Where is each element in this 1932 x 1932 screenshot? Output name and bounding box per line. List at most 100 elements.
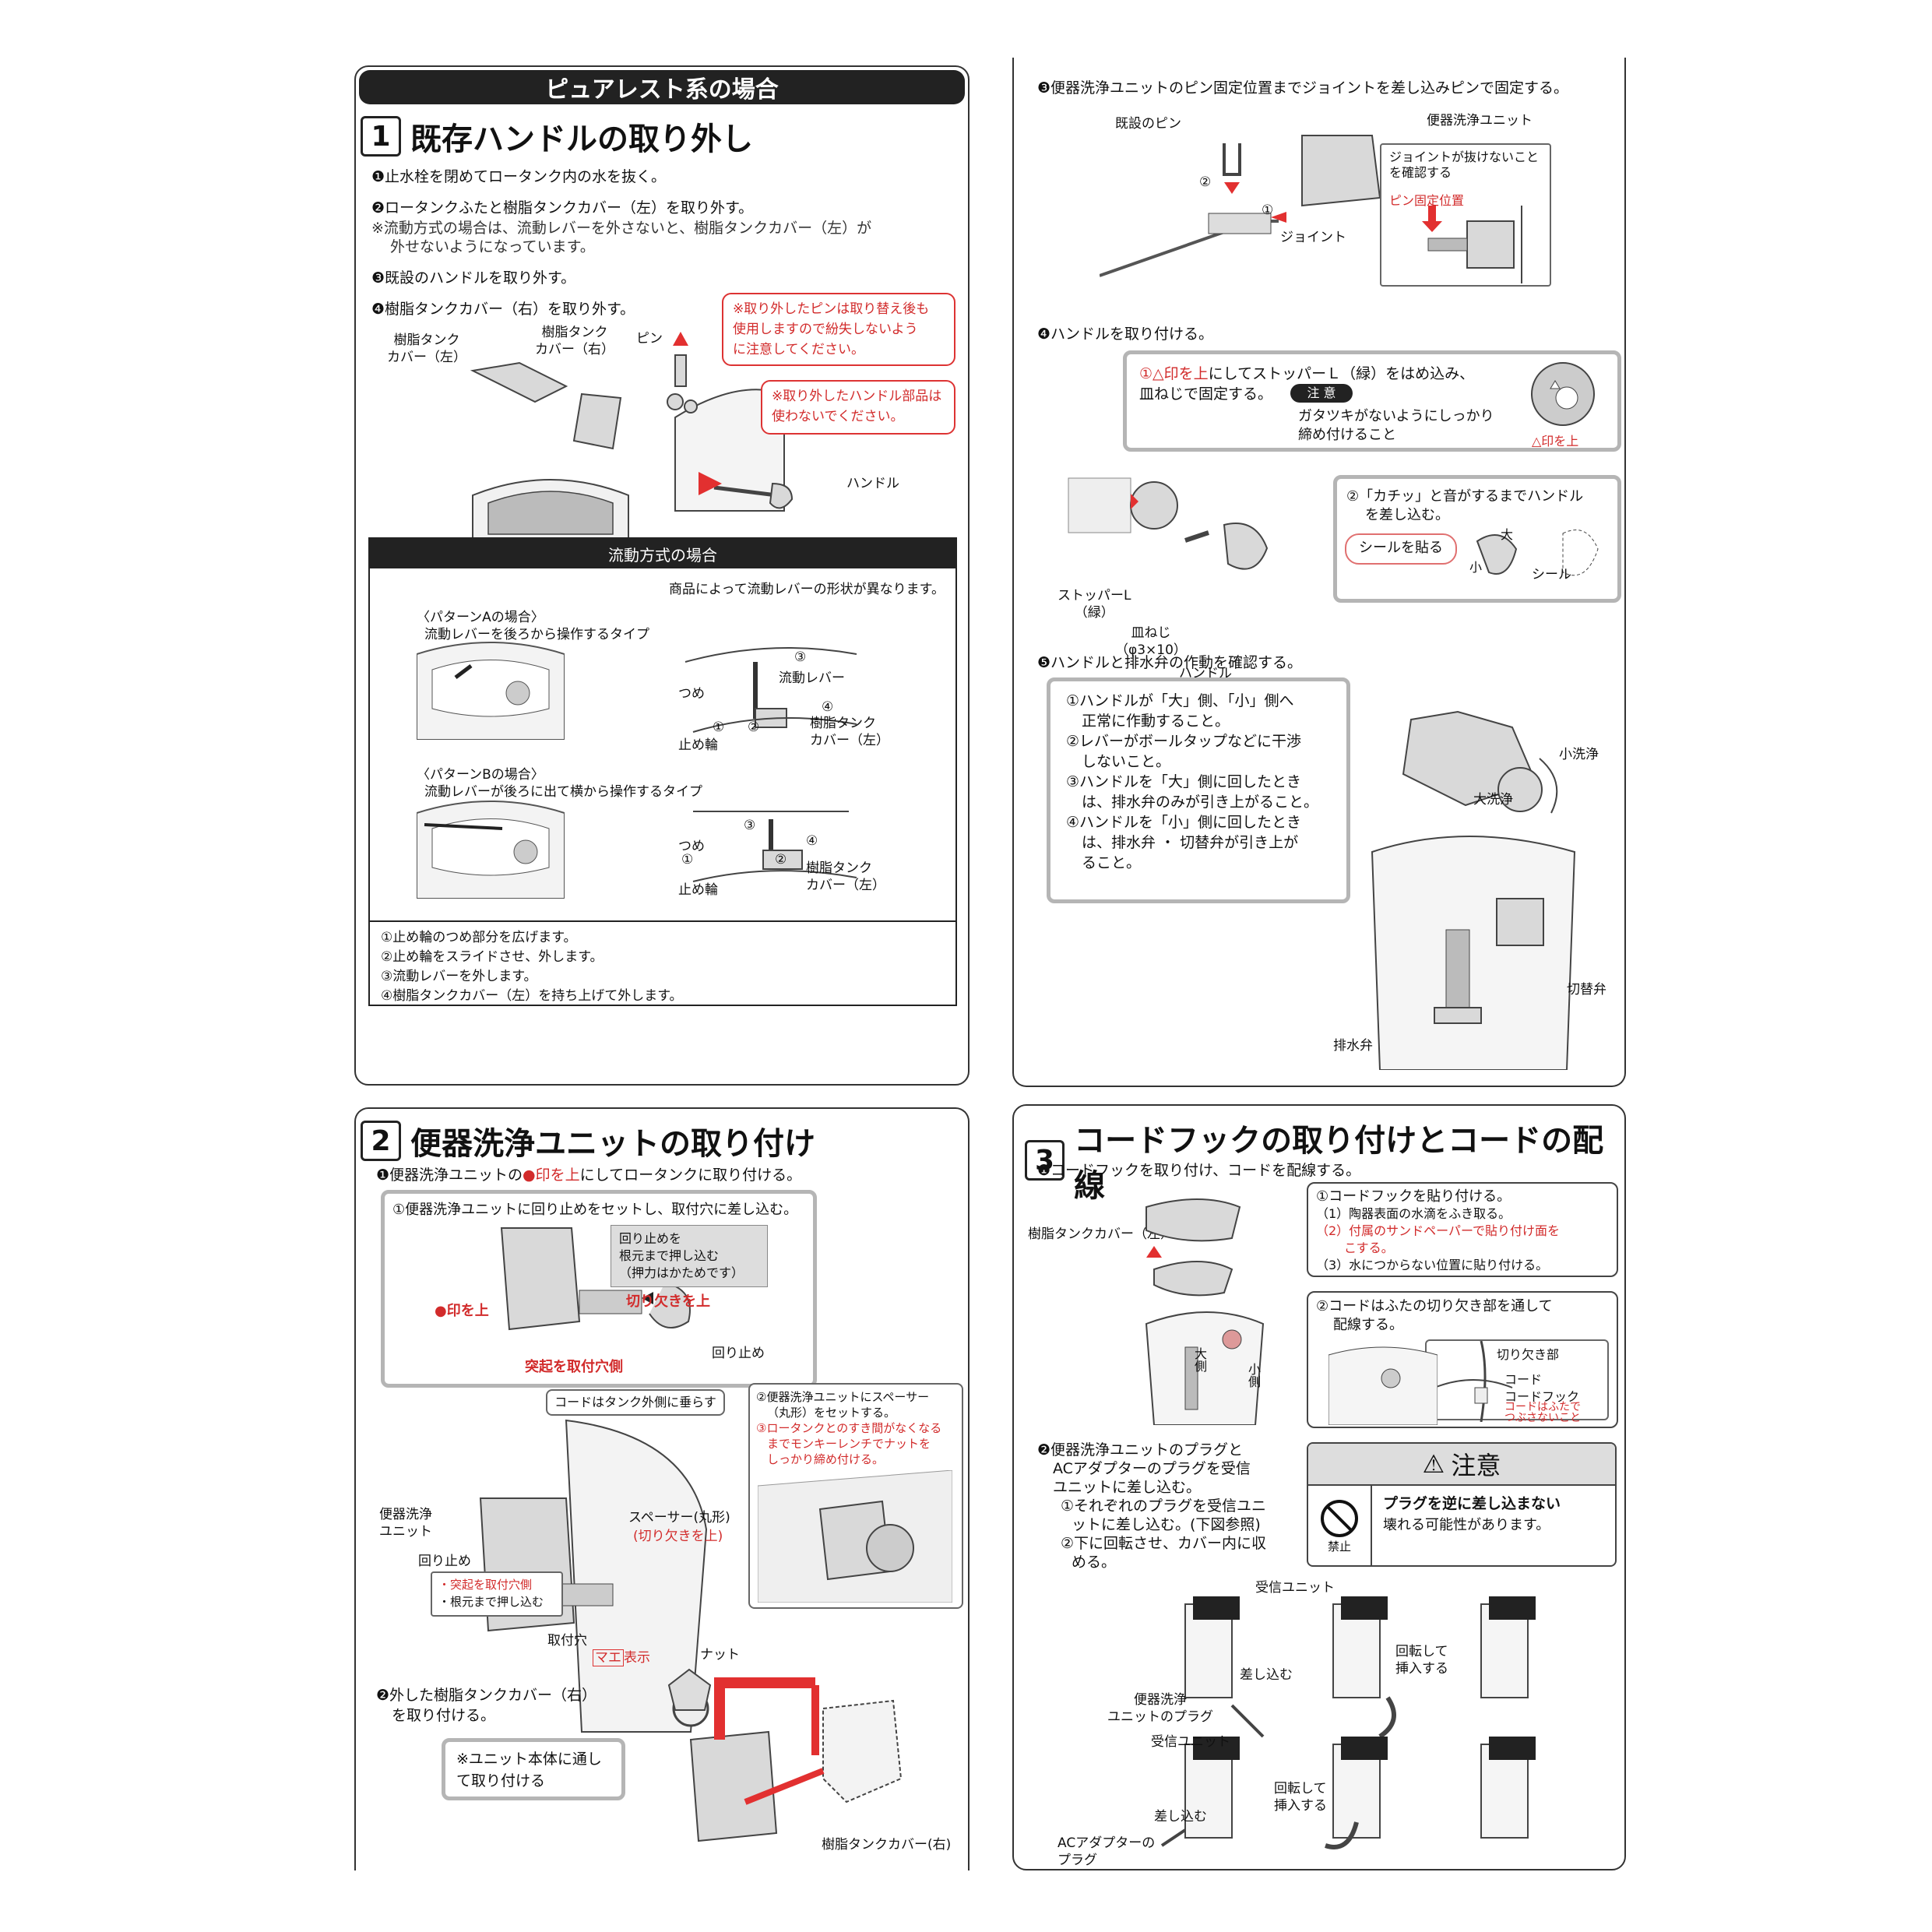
protrusion-side: 突起を取付穴側: [525, 1359, 623, 1375]
notch-label: 切り欠き部: [1497, 1347, 1560, 1362]
small-flush-label: 小洗浄: [1559, 747, 1599, 762]
pattern-b-tank-illustration: [417, 801, 565, 899]
pattern-b-title: 〈パターンBの場合〉: [417, 767, 544, 783]
note-handle: ※取り外したハンドル部品は使わないでください。: [761, 380, 955, 435]
inset-pin-illustration: [1422, 206, 1522, 283]
nut-label: ナット: [700, 1647, 740, 1663]
gray-note: 回り止めを根元まで押し込む（押力はかためです）: [611, 1225, 768, 1287]
big-flush-label: 大洗浄: [1473, 792, 1513, 808]
ban-cell: 禁止: [1308, 1484, 1372, 1565]
mark-up-label: △印を上: [1532, 434, 1579, 449]
pattern-b-lever-illustration: [692, 811, 857, 882]
pattern-a-lever-illustration: [684, 647, 857, 733]
unit-insert-box: ①便器洗浄ユニットに回り止めをセットし、取付穴に差し込む。 回り止めを根元まで押…: [381, 1190, 817, 1388]
sticker-label: シール: [1532, 567, 1571, 582]
stopper-label: ストッパーL（緑）: [1057, 588, 1131, 621]
stopper-text-2: 皿ねじで固定する。: [1139, 385, 1273, 403]
tank-small-side: 小側: [1246, 1363, 1261, 1388]
a-tsume: つめ: [678, 686, 705, 702]
mark-up: ●印を上: [435, 1303, 489, 1319]
pattern-a-desc: 流動レバーを後ろから操作するタイプ: [424, 627, 649, 642]
step-2: ❷ロータンクふたと樹脂タンクカバー（左）を取り外す。: [371, 199, 754, 216]
c2-label: ②: [1199, 174, 1212, 190]
a-c3: ③: [794, 649, 807, 665]
hole-label: 取付穴: [547, 1633, 587, 1649]
cover-right-label: 樹脂タンクカバー（右）: [535, 325, 614, 357]
warning-header: ⚠注意: [1308, 1444, 1615, 1486]
step-4-handle: ❹ハンドルを取り付ける。: [1037, 326, 1214, 343]
tank-install-illustration: [479, 1419, 712, 1733]
handle-assembly-illustration: [1068, 477, 1269, 570]
plug-insert-diagram: [1160, 1596, 1536, 1849]
step-3: ❸既設のハンドルを取り外す。: [371, 269, 576, 287]
caution-text: ガタツキがないようにしっかり締め付けること: [1298, 408, 1494, 443]
unit-label: 便器洗浄ユニット: [1427, 113, 1533, 128]
a-ring: 止め輪: [678, 737, 718, 753]
receiver-label-2: 受信ユニット: [1151, 1734, 1230, 1750]
unit-rotation-stop-illustration: [500, 1227, 691, 1331]
pattern-b-desc: 流動レバーが後ろに出て横から操作するタイプ: [424, 784, 702, 800]
b-ring: 止め輪: [678, 882, 718, 898]
b-c4: ④: [806, 833, 818, 849]
flow-notes: ①止め輪のつめ部分を広げます。②止め輪をスライドさせ、外します。 ③流動レバーを…: [370, 920, 955, 1012]
cover-right-install-illustration: [689, 1677, 903, 1842]
rot-stop-label-2: 回り止め: [418, 1554, 471, 1569]
s2-step-1: ❶便器洗浄ユニットの●印を上にしてロータンクに取り付ける。: [376, 1167, 802, 1184]
panel-section-1-continued: ❸便器洗浄ユニットのピン固定位置までジョイントを差し込みピンで固定する。 既設の…: [1012, 58, 1626, 1087]
cover-callout: ※ユニット本体に通して取り付ける: [442, 1738, 625, 1800]
sticker-small: 小: [1469, 560, 1483, 575]
banner: ピュアレスト系の場合: [359, 70, 965, 104]
tank-operation-illustration: [1371, 710, 1576, 1070]
section-title: コードフックの取り付けとコードの配線: [1074, 1123, 1604, 1204]
flow-method-box: 流動方式の場合 商品によって流動レバーの形状が異なります。 〈パターンAの場合〉…: [368, 537, 957, 1006]
step-3-joint: ❸便器洗浄ユニットのピン固定位置までジョイントを差し込みピンで固定する。: [1037, 79, 1569, 97]
spacer-red: (切り欠きを上): [633, 1529, 723, 1544]
a-cover: 樹脂タンクカバー（左）: [810, 716, 889, 748]
step-4: ❹樹脂タンクカバー（右）を取り外す。: [371, 301, 635, 318]
insert-label-1: 差し込む: [1240, 1667, 1293, 1683]
warning-head: プラグを逆に差し込まない: [1383, 1495, 1561, 1512]
b-c3: ③: [744, 818, 756, 833]
pin-label: ピン: [636, 331, 663, 347]
caution-badge: 注 意: [1290, 384, 1353, 403]
b-c2: ②: [775, 852, 787, 867]
inset-text: ジョイントが抜けないことを確認する: [1389, 150, 1540, 180]
switch-valve-label: 切替弁: [1567, 982, 1606, 998]
spacer-label: スペーサー(丸形): [628, 1510, 730, 1526]
pattern-a-tank-illustration: [417, 642, 565, 740]
existing-pin-label: 既設のピン: [1115, 116, 1181, 132]
no-entry-icon: [1321, 1499, 1358, 1537]
section-number: 3: [1025, 1140, 1065, 1181]
screw-label: 皿ねじ（φ3×10）: [1115, 625, 1187, 658]
b-c1: ①: [681, 852, 694, 867]
cord-routing-bg-illustration: [1328, 1346, 1438, 1425]
a-c1: ①: [713, 720, 725, 735]
cover-right-label: 樹脂タンクカバー(右): [822, 1837, 952, 1853]
joint-inset: ジョイントが抜けないことを確認する ピン固定位置: [1380, 143, 1551, 287]
unit-label-2: 便器洗浄ユニット: [379, 1507, 432, 1540]
nut-tighten-illustration: [758, 1470, 952, 1603]
unit-plug-label: 便器洗浄ユニットのプラグ: [1107, 1692, 1213, 1725]
sticker-handle-illustration: [1476, 530, 1599, 576]
section-title: 便器洗浄ユニットの取り付け: [410, 1126, 815, 1162]
step-2-note-a: ※流動方式の場合は、流動レバーを外さないと、樹脂タンクカバー（左）が: [371, 220, 872, 237]
section-1-heading: 1 既存ハンドルの取り外し: [361, 114, 753, 159]
receiver-label-1: 受信ユニット: [1255, 1580, 1335, 1596]
insert-label-2: 差し込む: [1154, 1809, 1207, 1825]
hook-label: コードフック: [1504, 1389, 1580, 1404]
panel-section-1: ピュアレスト系の場合 1 既存ハンドルの取り外し ❶止水栓を閉めてロータンク内の…: [354, 65, 970, 1086]
a-lever: 流動レバー: [779, 670, 845, 686]
section-number: 2: [361, 1121, 401, 1161]
flow-intro: 商品によって流動レバーの形状が異なります。: [669, 582, 945, 597]
handle-label: ハンドル: [846, 476, 899, 491]
insert-text-1: ②「カチッ」と音がするまでハンドル: [1346, 488, 1584, 505]
panel-section-2: 2 便器洗浄ユニットの取り付け ❶便器洗浄ユニットの●印を上にしてロータンクに取…: [354, 1107, 970, 1870]
rotate-label-2: 回転して挿入する: [1274, 1781, 1327, 1814]
a-c2: ②: [748, 720, 760, 735]
stopper-box: ①△印を上にしてストッパーＬ（緑）をはめ込み、 皿ねじで固定する。 注 意 ガタ…: [1123, 350, 1621, 452]
stopper-closeup-illustration: [1531, 362, 1595, 426]
joint-illustration: [1100, 135, 1381, 277]
pattern-a-title: 〈パターンAの場合〉: [417, 610, 544, 625]
flow-header: 流動方式の場合: [370, 539, 955, 568]
insert-text-2: を差し込む。: [1365, 507, 1449, 523]
